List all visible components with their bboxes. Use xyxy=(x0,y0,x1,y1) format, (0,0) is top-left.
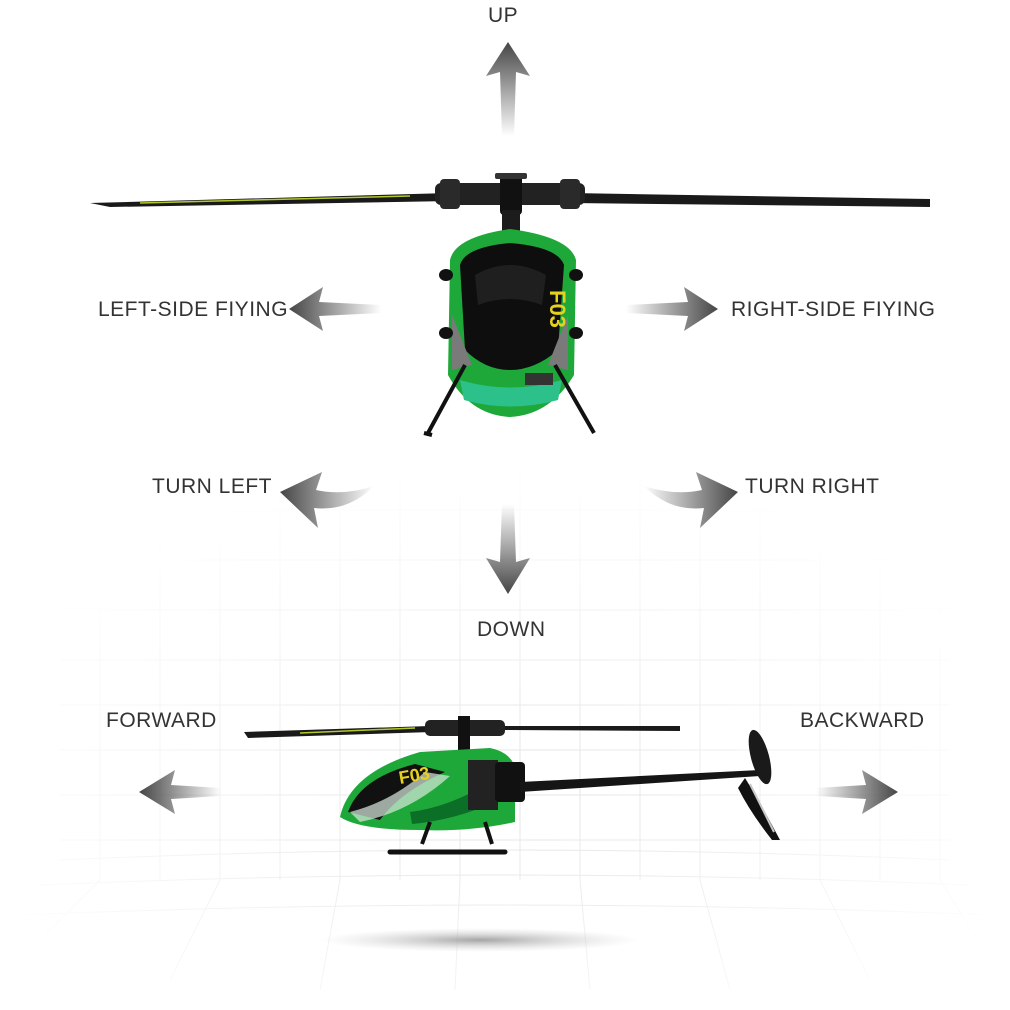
label-turn-right: TURN RIGHT xyxy=(745,475,880,498)
label-down: DOWN xyxy=(477,618,546,641)
label-left-side-flying: LEFT-SIDE FIYING xyxy=(98,298,289,321)
label-backward: BACKWARD xyxy=(800,709,925,732)
arrow-up-icon xyxy=(486,42,530,136)
arrow-down-icon xyxy=(486,504,530,594)
model-badge: F03 xyxy=(545,290,570,328)
turn-right-icon xyxy=(644,472,738,528)
helicopter-front-view: F03 xyxy=(90,173,930,437)
forward-arrow-icon xyxy=(139,770,221,814)
turn-left-icon xyxy=(280,472,374,528)
arrow-left-icon xyxy=(289,287,381,331)
tail-boom xyxy=(520,770,760,792)
backward-arrow-icon xyxy=(816,770,898,814)
label-turn-left: TURN LEFT xyxy=(152,475,272,498)
label-right-side-flying: RIGHT-SIDE FIYING xyxy=(731,298,936,321)
helicopter-side-view: F03 xyxy=(244,716,780,855)
label-up: UP xyxy=(488,4,519,27)
ground-shadow xyxy=(320,928,640,952)
label-forward: FORWARD xyxy=(106,709,217,732)
right-rotor-blade xyxy=(570,193,930,207)
arrow-right-icon xyxy=(626,287,718,331)
